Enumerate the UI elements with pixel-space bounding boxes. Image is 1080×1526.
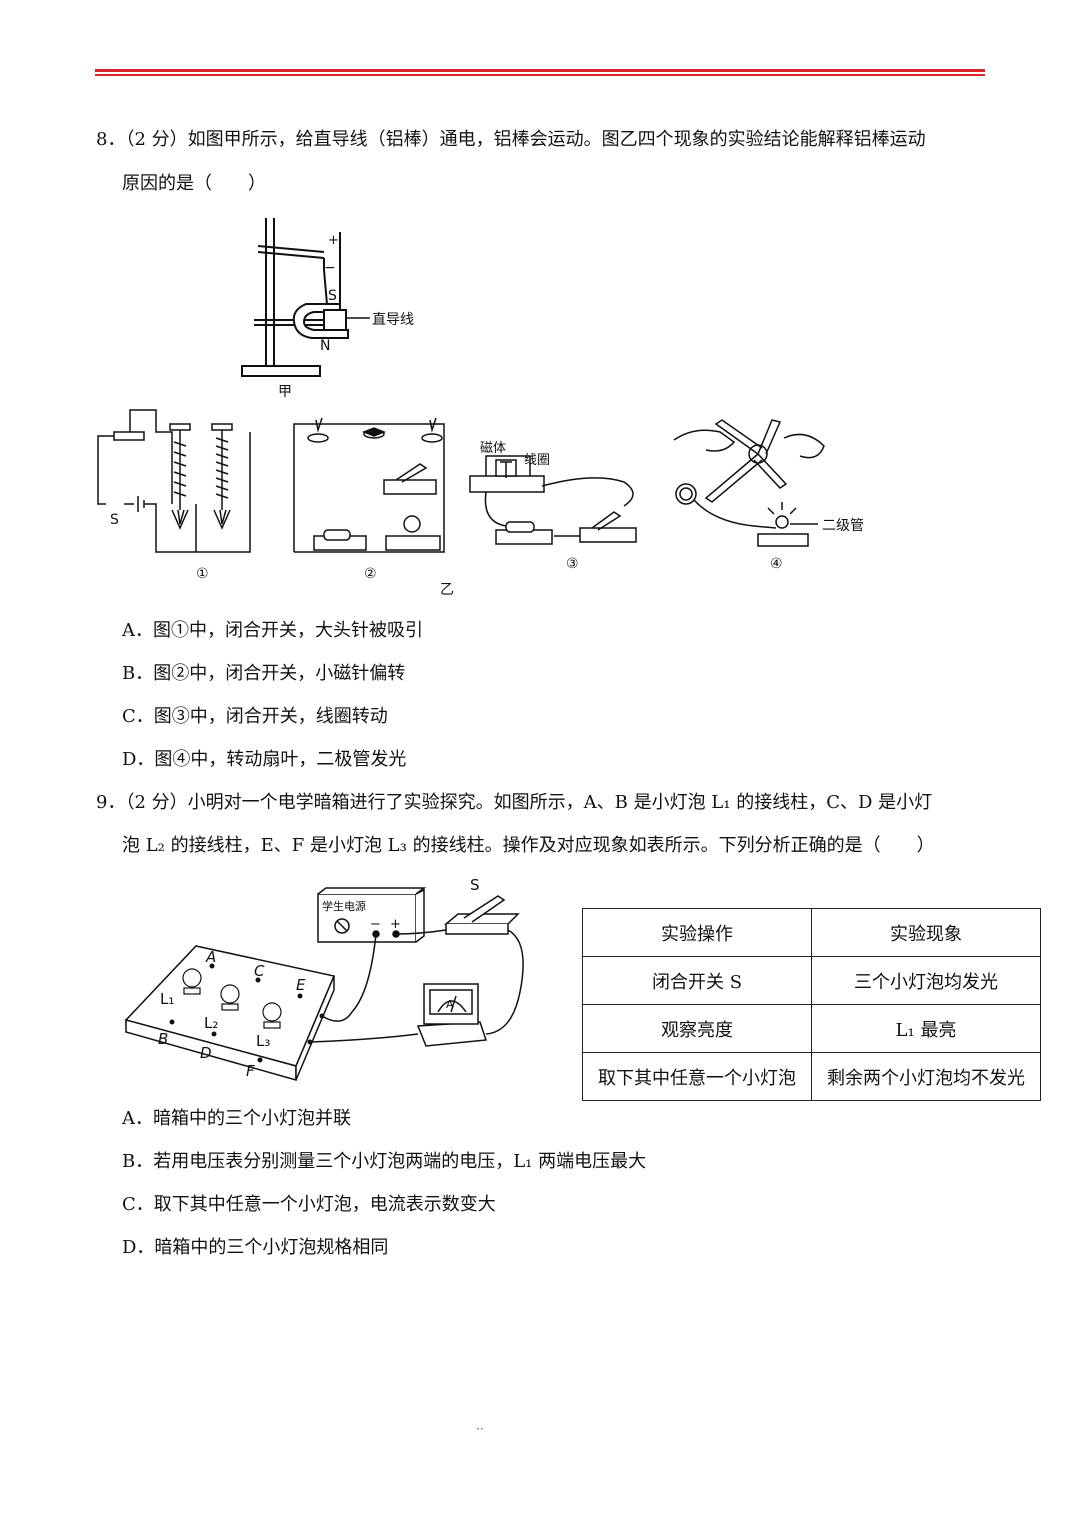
terminal-a: A [205,948,216,966]
bulb-l1-label: L₁ [160,990,174,1008]
panel2-compasses [293,417,445,553]
terminal-e: E [296,976,306,994]
terminal-c: C [254,962,265,980]
jia-minus: − [324,260,336,276]
bulbs [182,968,282,1029]
q9-option-c[interactable]: C．取下其中任意一个小灯泡，电流表示数变大 [122,1194,496,1215]
power-minus: − [370,917,381,932]
q9-option-d[interactable]: D．暗箱中的三个小灯泡规格相同 [122,1237,389,1258]
header-rule-top [95,69,985,72]
jia-s-pole: S [328,288,337,304]
table-cell: 三个小灯泡均发光 [811,956,1041,1005]
q8-option-c[interactable]: C．图③中，闭合开关，线圈转动 [122,706,388,727]
q8-option-b[interactable]: B．图②中，闭合开关，小磁针偏转 [122,663,406,684]
terminal-b: B [158,1030,168,1048]
terminal-d: D [200,1044,212,1062]
table-row: 实验操作 实验现象 [582,908,1041,957]
panel3-magnet-label: 磁体 [480,441,506,456]
table-cell: 闭合开关 S [582,956,812,1005]
panel1-switch-label: S [110,512,119,528]
jia-caption: 甲 [278,384,292,400]
table-cell: L₁ 最亮 [811,1004,1041,1053]
header-rule-bottom [95,74,985,76]
panel4-diode-label: 二级管 [822,518,864,534]
table-header-cell: 实验操作 [582,908,812,957]
panel3-motor [469,455,637,545]
panel3-caption: ③ [566,556,579,572]
panel3-coil-label: 线圈 [524,453,550,468]
power-supply-label: 学生电源 [322,899,366,913]
panel1-caption: ① [196,566,209,582]
panel1-electromagnets [97,409,251,553]
q8-option-d[interactable]: D．图④中，转动扇叶，二极管发光 [122,749,407,770]
table-row: 观察亮度 L₁ 最亮 [582,1004,1041,1053]
q8-option-a[interactable]: A．图①中，闭合开关，大头针被吸引 [122,620,423,641]
figure-jia: + − S N 直导线 甲 [236,212,436,402]
switch-s [443,895,520,935]
ammeter [416,983,488,1047]
bulb-l2-label: L₂ [204,1014,218,1032]
switch-label: S [470,876,480,894]
bulb-l3-label: L₃ [256,1032,270,1050]
yi-caption: 乙 [440,582,454,598]
q9-option-b[interactable]: B．若用电压表分别测量三个小灯泡两端的电压，L₁ 两端电压最大 [122,1151,647,1172]
q9-stem-text: 小明对一个电学暗箱进行了实验探究。如图所示，A、B 是小灯泡 L₁ 的接线柱，C… [187,792,933,813]
q9-score: （2 分） [125,792,188,813]
table-cell: 取下其中任意一个小灯泡 [582,1052,812,1101]
figure-yi: S ① ② [94,402,914,602]
q9-stem-line1: 9．（2 分）小明对一个电学暗箱进行了实验探究。如图所示，A、B 是小灯泡 L₁… [96,791,932,815]
q9-option-a[interactable]: A．暗箱中的三个小灯泡并联 [122,1108,351,1129]
jia-n-pole: N [320,338,330,354]
table-cell: 观察亮度 [582,1004,812,1053]
terminal-f: F [246,1062,255,1080]
panel2-caption: ② [364,566,377,582]
power-supply [317,887,427,943]
ammeter-label: A [446,998,454,1011]
q8-stem-line1: 8．（2 分）如图甲所示，给直导线（铝棒）通电，铝棒会运动。图乙四个现象的实验结… [96,128,926,152]
q8-stem-line2: 原因的是（ ） [122,173,266,194]
jia-plus: + [328,233,339,248]
dark-box [124,945,336,1081]
wires [309,929,524,1043]
q9-circuit-figure: A B C D E F L₁ L₂ L₃ 学生电源 − + S [120,872,540,1092]
q9-number: 9． [96,792,126,813]
table-row: 闭合开关 S 三个小灯泡均发光 [582,956,1041,1005]
q9-stem-line2: 泡 L₂ 的接线柱，E、F 是小灯泡 L₃ 的接线柱。操作及对应现象如表所示。下… [122,835,935,856]
q8-number: 8． [96,129,126,150]
u-magnet [292,303,349,339]
power-plus: + [390,917,401,932]
table-row: 取下其中任意一个小灯泡 剩余两个小灯泡均不发光 [582,1052,1041,1101]
panel4-caption: ④ [770,556,783,572]
table-header-cell: 实验现象 [811,908,1041,957]
q8-stem-text: 如图甲所示，给直导线（铝棒）通电，铝棒会运动。图乙四个现象的实验结论能解释铝棒运… [187,129,926,150]
q9-observation-table: 实验操作 实验现象 闭合开关 S 三个小灯泡均发光 观察亮度 L₁ 最亮 取下其… [582,908,1041,1101]
panel4-fan-generator [673,419,825,547]
q8-score: （2 分） [125,129,188,150]
table-cell: 剩余两个小灯泡均不发光 [811,1052,1041,1101]
jia-wire-label: 直导线 [372,311,414,328]
page-footer-mark: ·· [476,1422,484,1436]
